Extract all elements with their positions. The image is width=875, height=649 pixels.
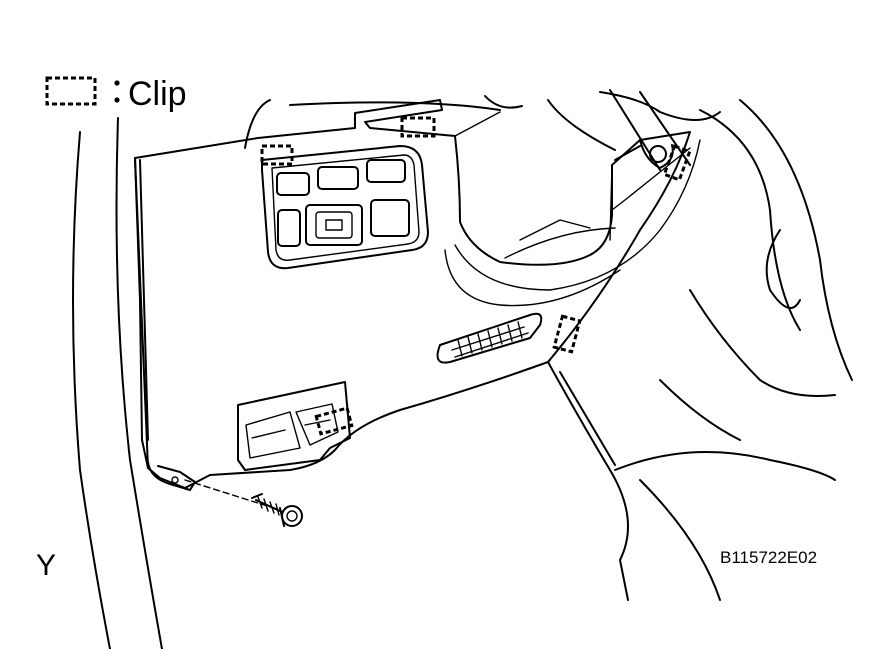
vent-grille <box>436 312 543 364</box>
clip-legend-icon <box>45 76 97 106</box>
clip-marker-2 <box>400 116 436 138</box>
switch-blank-2 <box>317 166 359 190</box>
legend-colon-bottom <box>114 97 120 103</box>
clip-markers <box>260 116 692 436</box>
legend-colon-top <box>114 80 120 86</box>
switch-main-inner <box>315 211 353 239</box>
console-contours <box>547 289 836 601</box>
screw-icon <box>251 493 303 527</box>
figure-id: B115722E02 <box>720 548 817 567</box>
screw-assembly <box>184 479 303 527</box>
lower-panel <box>134 99 701 489</box>
clip-marker-5 <box>314 406 354 436</box>
legend-label: Clip <box>128 75 187 113</box>
a-pillar-lines <box>72 117 163 649</box>
legend: Clip <box>45 75 187 113</box>
switch-blank-1 <box>276 172 310 196</box>
switch-blank-5 <box>370 199 410 237</box>
switch-main-button <box>325 219 343 231</box>
switch-main <box>305 204 363 246</box>
switch-cluster <box>261 145 429 270</box>
dashboard-background <box>244 89 853 381</box>
clip-marker-4 <box>552 314 582 354</box>
switch-blank-3 <box>366 159 406 183</box>
clip-marker-3 <box>662 144 692 182</box>
mounting-tab <box>147 461 196 491</box>
switch-blank-4 <box>277 209 301 247</box>
clip-marker-1 <box>260 144 294 166</box>
screw-guide-line <box>184 479 281 511</box>
leader-lines <box>454 111 501 137</box>
lower-bracket <box>237 381 351 471</box>
view-label: Y <box>36 549 56 582</box>
